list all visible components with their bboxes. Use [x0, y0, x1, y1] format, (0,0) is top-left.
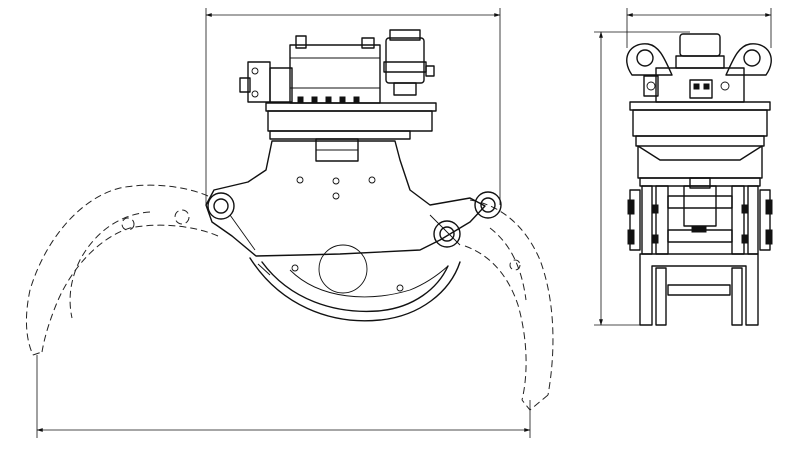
dimension-lines: [36, 8, 772, 438]
right-tine-open-dashed: [464, 199, 554, 411]
right-ear: [725, 43, 772, 76]
left-ear: [626, 43, 673, 76]
front-right-plates: [731, 185, 773, 255]
rotator-motor-assembly: [239, 29, 437, 162]
side-view: [25, 29, 554, 411]
rotor-circle: [318, 244, 368, 294]
bolt-row: [297, 96, 360, 103]
front-valve-block: [655, 67, 745, 103]
grapple-body: [205, 140, 502, 257]
left-tine-open-dashed: [25, 184, 219, 356]
front-lower-legs: [639, 253, 759, 326]
front-left-plates: [627, 185, 669, 255]
closed-bowl: [249, 244, 461, 322]
front-cylinder: [683, 185, 717, 227]
front-view: [626, 33, 773, 326]
right-pivot-pin-lower: [433, 220, 461, 248]
right-pivot-pin-upper: [474, 191, 502, 219]
left-pivot-pin: [207, 192, 235, 220]
front-motor-cap: [679, 33, 721, 57]
